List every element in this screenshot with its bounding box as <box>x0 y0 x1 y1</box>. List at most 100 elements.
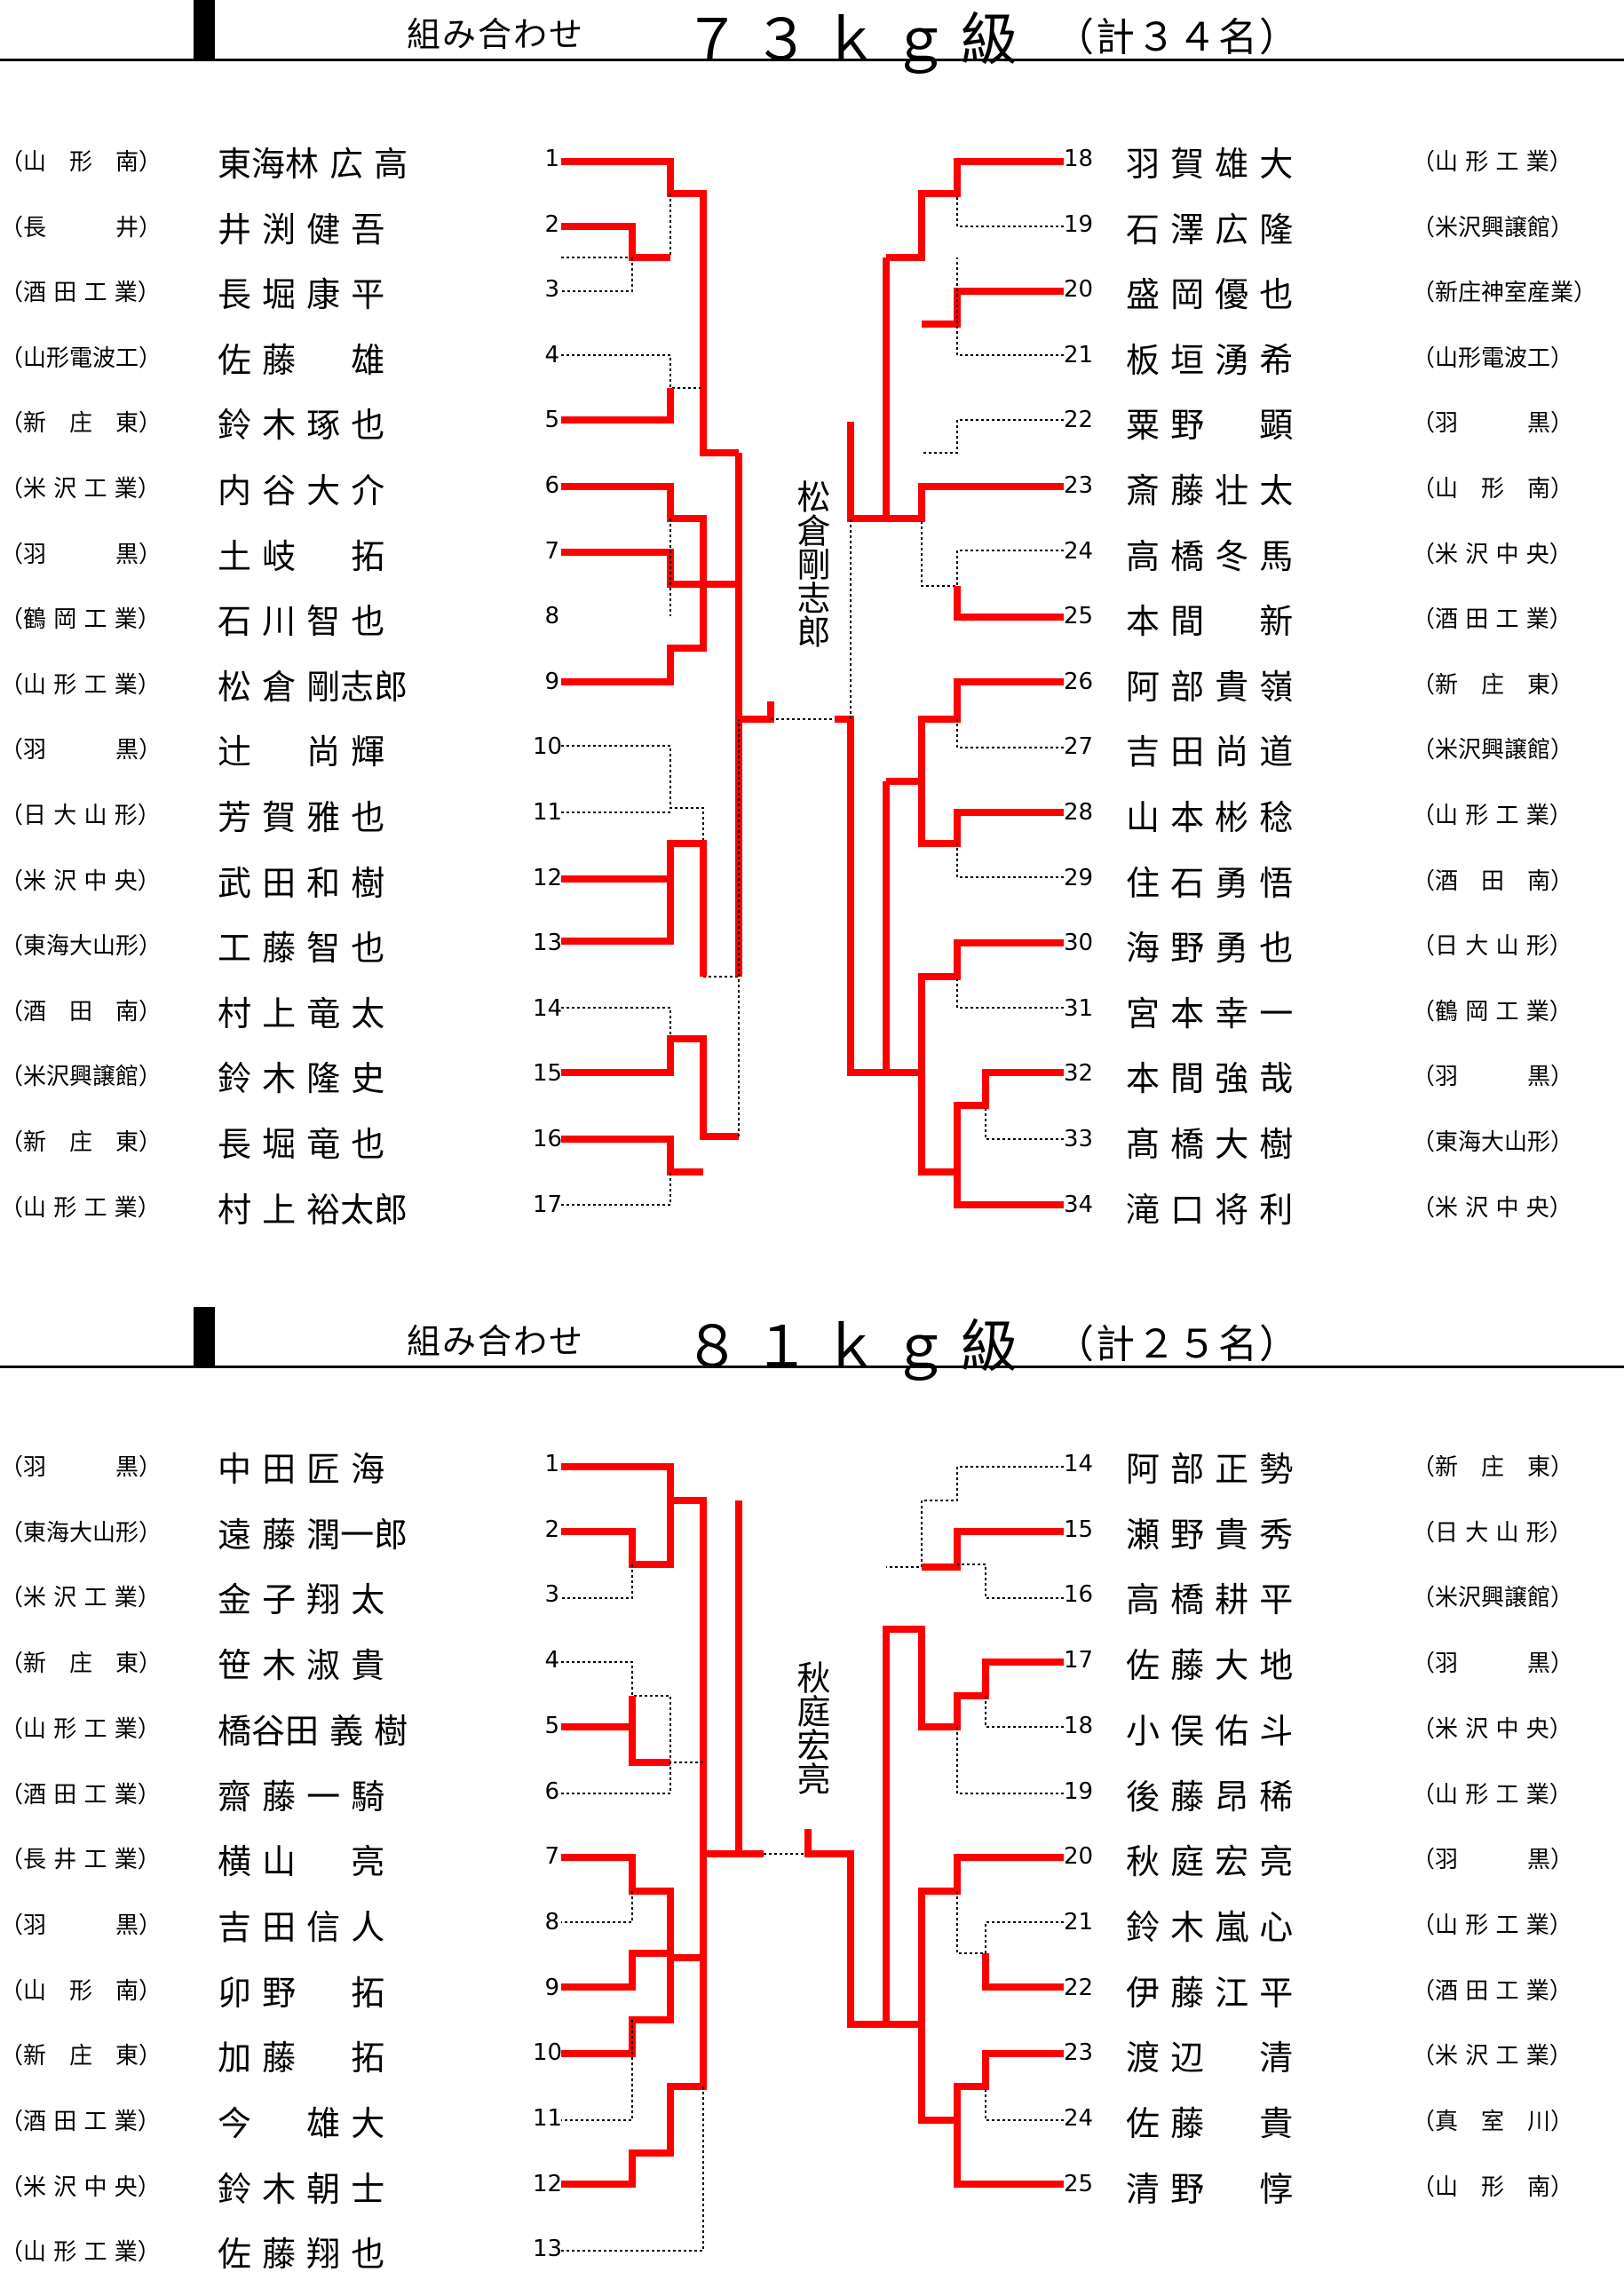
bracket-winner-line <box>561 1500 674 1568</box>
bracket-winner-line <box>561 549 703 588</box>
competitor-name: 粟 野 顕 <box>1126 406 1294 446</box>
school-name: （酒 田 工 業） <box>1412 1977 1573 2005</box>
bracket-loser-line <box>561 1007 671 1039</box>
competitor-name: 武 田 和 樹 <box>218 863 385 903</box>
bracket-winner-line <box>561 1463 739 1857</box>
competitor-name: 井 渕 健 吾 <box>218 210 385 249</box>
school-name: （羽 黒） <box>1412 1651 1574 1678</box>
school-name: （米 沢 中 央） <box>0 2173 161 2201</box>
seed-number: 1 <box>544 146 559 172</box>
seed-number: 24 <box>1064 2105 1094 2132</box>
competitor-name: 阿 部 貴 嶺 <box>1126 667 1294 707</box>
competitor-name: 遠 藤 潤一郎 <box>218 1515 408 1555</box>
bracket-winner-line <box>804 1829 886 2028</box>
competitor-name: 渡 辺 清 <box>1126 2039 1294 2078</box>
bracket-loser-line <box>956 1891 1064 1954</box>
school-name: （米 沢 中 央） <box>1412 1715 1573 1743</box>
bracket-winner-line <box>847 422 886 522</box>
bracket-winner-line <box>561 1958 674 2057</box>
seed-number: 18 <box>1064 1712 1094 1739</box>
school-name: （新庄神室産業） <box>1412 280 1597 307</box>
bracket-loser-line <box>985 1105 1064 1140</box>
header-rule <box>0 1366 1624 1368</box>
competitor-name: 滝 口 将 利 <box>1126 1190 1294 1230</box>
seed-number: 11 <box>533 2105 563 2132</box>
competitor-name: 東海林 広 高 <box>218 145 408 184</box>
competitor-name: 松 倉 剛志郎 <box>218 667 408 707</box>
header-label: 組み合わせ <box>407 15 585 54</box>
school-name: （鶴 岡 工 業） <box>1412 998 1573 1025</box>
bracket-winner-line <box>735 453 774 723</box>
competitor-name: 阿 部 正 勢 <box>1126 1450 1294 1489</box>
bracket-winner-line <box>886 1854 1064 2028</box>
competitor-name: 中 田 匠 海 <box>218 1450 385 1489</box>
school-name: （長 井 工 業） <box>0 1847 161 1874</box>
school-name: （鶴 岡 工 業） <box>0 606 161 634</box>
school-name: （日 大 山 形） <box>1412 933 1573 961</box>
school-name: （羽 黒） <box>0 541 162 568</box>
seed-number: 10 <box>533 733 563 761</box>
competitor-name: 伊 藤 江 平 <box>1126 1973 1294 2013</box>
seed-number: 28 <box>1064 799 1094 826</box>
bracket-winner-line <box>561 1958 707 2188</box>
competitor-name: 海 野 勇 也 <box>1126 929 1294 969</box>
seed-number: 22 <box>1064 1974 1094 2001</box>
competitor-name: 石 澤 広 隆 <box>1126 210 1294 249</box>
school-name: （米沢興譲館） <box>0 1064 162 1091</box>
competitor-name: 板 垣 湧 希 <box>1126 340 1294 380</box>
school-name: （山 形 工 業） <box>1412 1781 1573 1809</box>
school-name: （酒 田 工 業） <box>1412 606 1573 634</box>
competitor-name: 芳 賀 雅 也 <box>218 798 385 837</box>
competitor-name: 笹 木 淑 貴 <box>218 1646 385 1686</box>
bracket-loser-line <box>561 1661 703 1763</box>
seed-number: 12 <box>533 2170 563 2197</box>
seed-number: 33 <box>1064 1126 1094 1152</box>
bracket-loser-line <box>561 1172 671 1206</box>
competitor-name: 盛 岡 優 也 <box>1126 275 1294 315</box>
bracket-winner-line <box>561 1950 670 1991</box>
competitor-name: 鈴 木 嵐 心 <box>1126 1907 1294 1947</box>
bracket-winner-line <box>918 1069 1064 1176</box>
seed-number: 9 <box>544 1974 559 2001</box>
competitor-name: 工 藤 智 也 <box>218 929 385 969</box>
weight-class-title: ８１ｋｇ級 <box>684 1315 1030 1381</box>
competitor-name: 内 谷 大 介 <box>218 471 385 511</box>
competitor-name: 横 山 亮 <box>218 1842 385 1882</box>
seed-number: 8 <box>544 1908 559 1936</box>
bracket-winner-line <box>918 781 1064 847</box>
school-name: （新 庄 東） <box>0 2043 162 2070</box>
seed-number: 11 <box>533 799 563 826</box>
bracket-loser-line <box>561 354 703 389</box>
school-name: （長 井） <box>0 214 162 241</box>
school-name: （酒 田 工 業） <box>0 1781 161 1809</box>
seed-number: 5 <box>544 1712 559 1739</box>
bracket-winner-line <box>561 483 739 588</box>
competitor-name: 金 子 翔 太 <box>218 1580 385 1620</box>
school-name: （山 形 工 業） <box>1412 803 1573 829</box>
bracket-winner-line <box>918 2024 1064 2124</box>
seed-number: 13 <box>533 930 563 957</box>
bracket-loser-line <box>985 2086 1064 2121</box>
school-name: （東海大山形） <box>0 933 162 961</box>
bracket-winner-line <box>954 586 1064 621</box>
seed-number: 19 <box>1064 210 1094 238</box>
bracket-loser-line <box>956 719 1064 748</box>
